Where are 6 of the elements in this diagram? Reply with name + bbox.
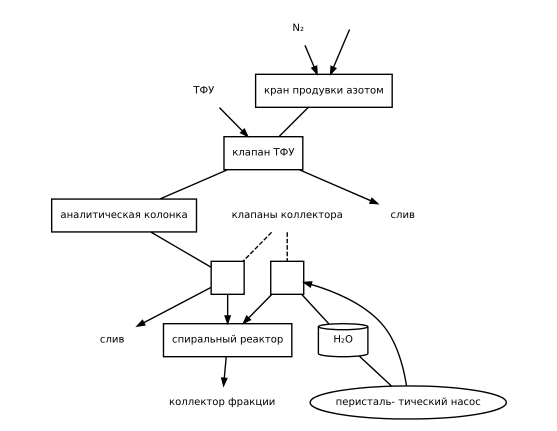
node-text: слив: [99, 334, 124, 346]
node-text: клапаны коллектора: [231, 210, 342, 222]
node-text: ТФУ: [192, 85, 214, 96]
node-text: N₂: [292, 23, 304, 34]
node-text: слив: [390, 210, 414, 222]
node-text: коллектор фракции: [168, 397, 275, 408]
